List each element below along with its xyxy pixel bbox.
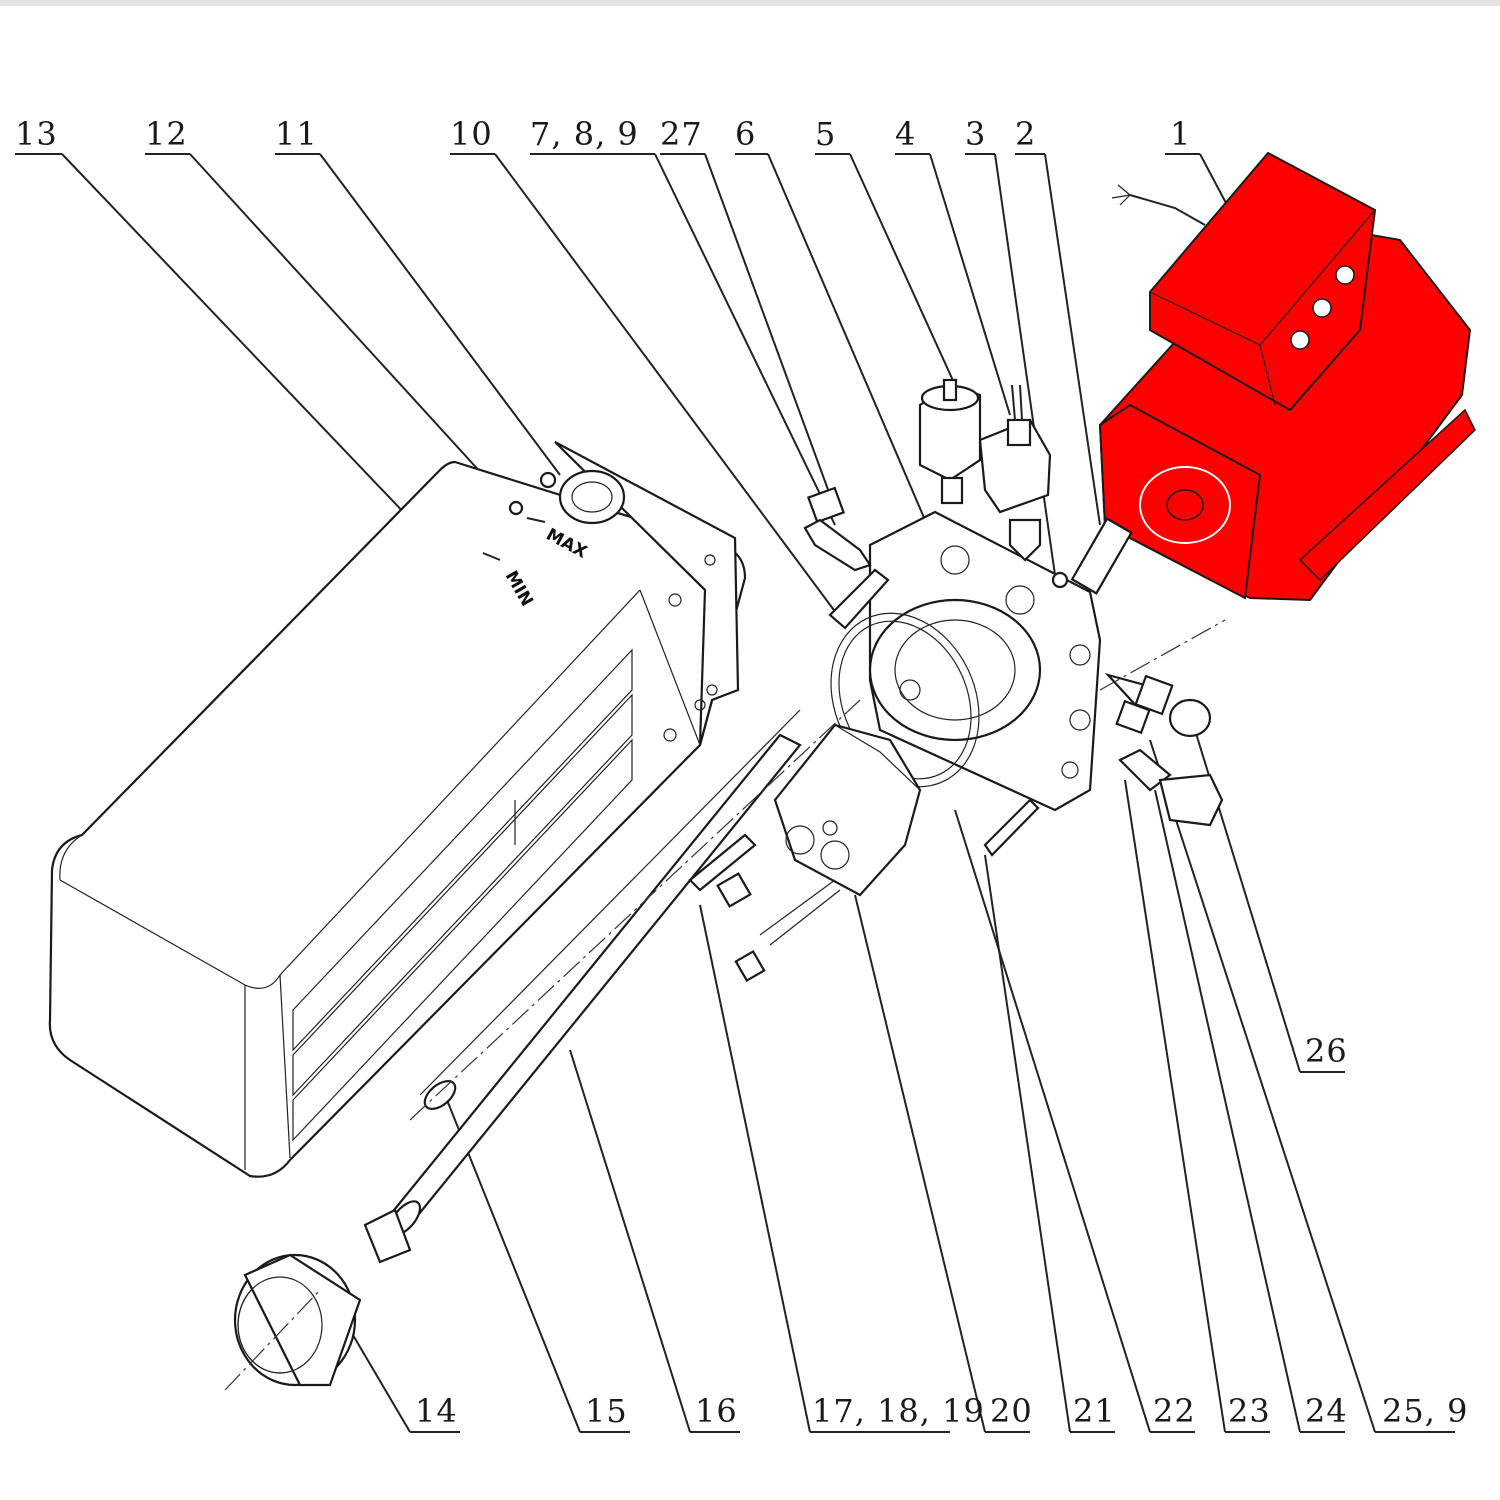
suction-tube	[363, 699, 861, 1264]
label-27: 27	[660, 115, 703, 153]
label-15: 15	[585, 1392, 628, 1430]
label-23: 23	[1228, 1392, 1271, 1430]
label-16: 16	[695, 1392, 738, 1430]
label-5: 5	[815, 115, 836, 153]
leader-lines	[15, 153, 1455, 1433]
return-tube	[688, 833, 841, 983]
label-7-8-9: 7, 8, 9	[530, 115, 639, 153]
label-2: 2	[1015, 115, 1036, 153]
suction-filter	[224, 1253, 362, 1391]
label-6: 6	[735, 115, 756, 153]
label-14: 14	[415, 1392, 458, 1430]
part-labels: 13 12 11 10 7, 8, 9 27 6 5 4 3 2 1 26 14…	[15, 115, 1468, 1430]
valve-block	[830, 510, 1102, 812]
gear-pump	[773, 723, 922, 897]
label-24: 24	[1305, 1392, 1348, 1430]
label-20: 20	[990, 1392, 1033, 1430]
label-17-18-19: 17, 18, 19	[812, 1392, 985, 1430]
fittings-left	[803, 486, 890, 630]
top-border-strip	[0, 0, 1500, 6]
label-21: 21	[1073, 1392, 1116, 1430]
label-25-9: 25, 9	[1382, 1392, 1468, 1430]
label-26: 26	[1305, 1032, 1348, 1070]
label-10: 10	[450, 115, 493, 153]
label-11: 11	[275, 115, 318, 153]
label-3: 3	[965, 115, 986, 153]
electric-motor	[1098, 151, 1476, 602]
label-1: 1	[1170, 115, 1191, 153]
label-12: 12	[145, 115, 188, 153]
fittings-right	[983, 619, 1226, 857]
label-4: 4	[895, 115, 916, 153]
oil-tank: MAX MIN	[48, 441, 747, 1178]
label-22: 22	[1153, 1392, 1196, 1430]
label-13: 13	[15, 115, 58, 153]
solenoid-valve	[918, 378, 1133, 595]
